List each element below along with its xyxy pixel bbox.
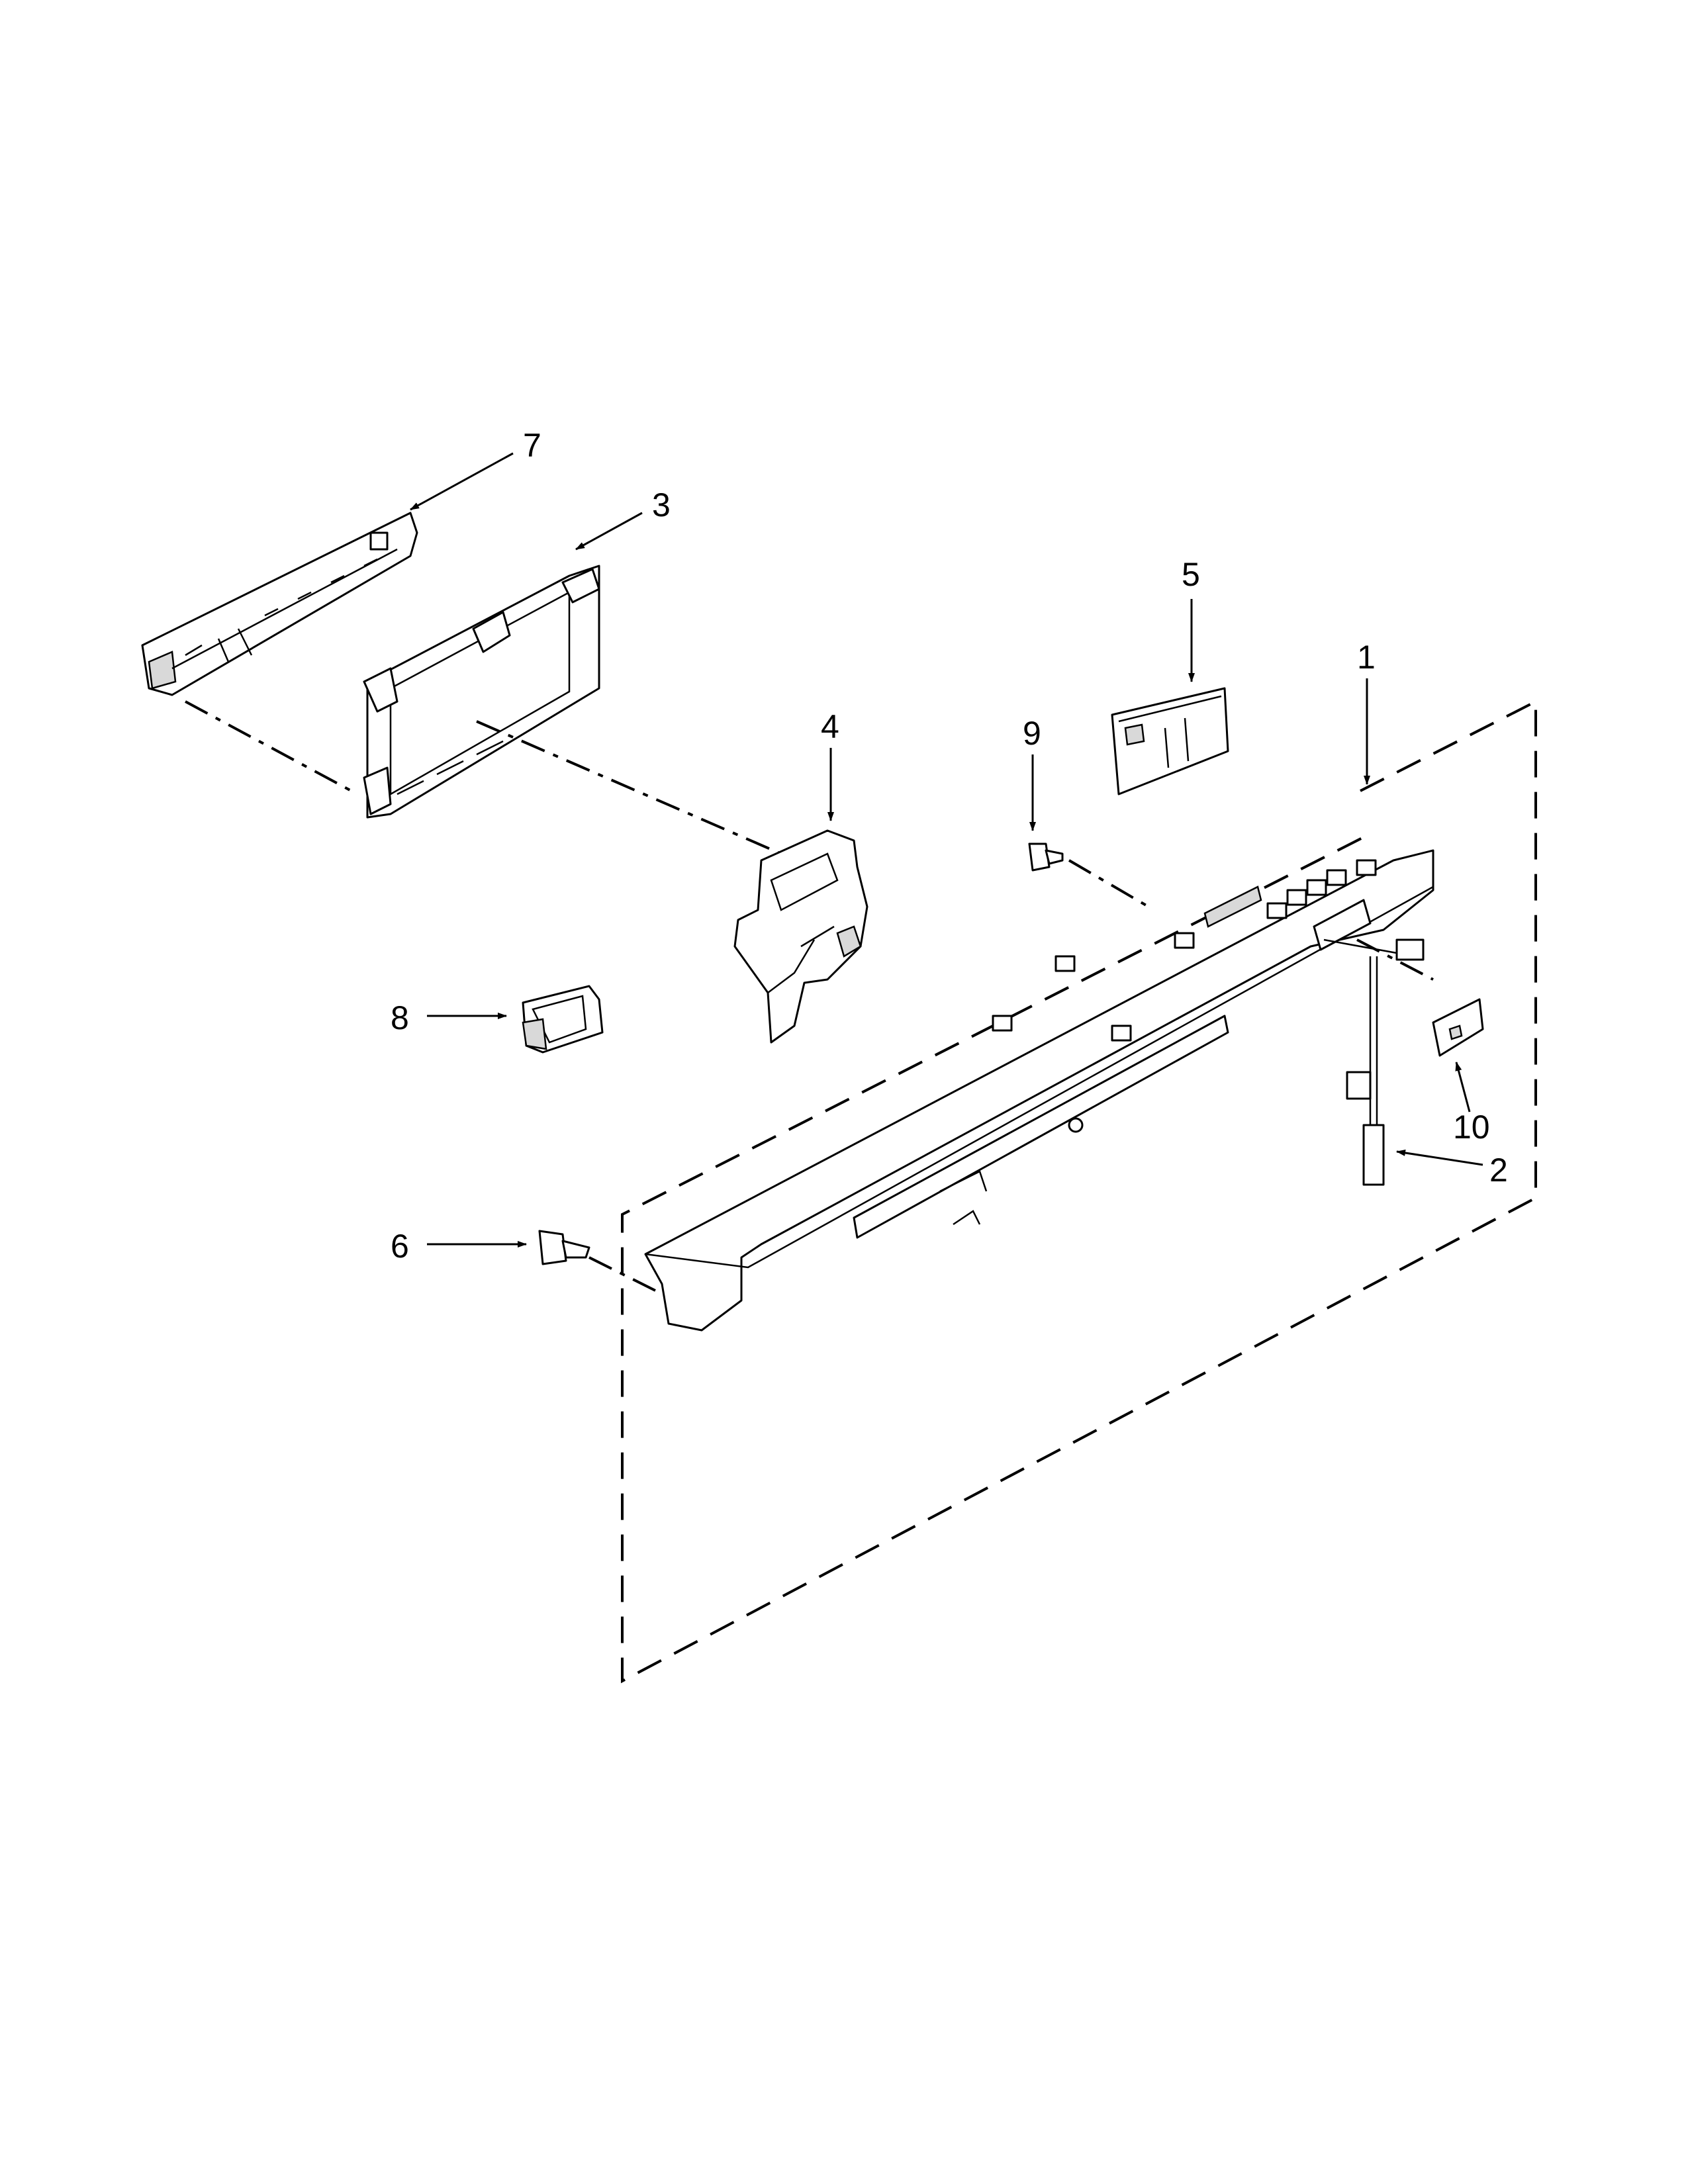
callout-6: 6 bbox=[391, 1228, 409, 1265]
leader-10 bbox=[1455, 1062, 1471, 1113]
part-9-screw[interactable] bbox=[1028, 842, 1064, 872]
leader-2 bbox=[1396, 1150, 1483, 1166]
part-5-cover[interactable] bbox=[1111, 687, 1229, 796]
console-buttons bbox=[992, 859, 1377, 1042]
part-2-wire-harness[interactable] bbox=[1323, 938, 1425, 1186]
callout-5: 5 bbox=[1182, 556, 1200, 593]
callout-9: 9 bbox=[1023, 715, 1041, 752]
callout-2: 2 bbox=[1489, 1152, 1508, 1189]
callout-10: 10 bbox=[1453, 1109, 1490, 1146]
alignment-line-6 bbox=[588, 1256, 656, 1292]
callout-3: 3 bbox=[652, 486, 671, 523]
assembly-boundary bbox=[621, 699, 1537, 1684]
callout-8: 8 bbox=[391, 999, 409, 1036]
part-8-clip[interactable] bbox=[522, 985, 604, 1054]
part-6-screw[interactable] bbox=[538, 1230, 590, 1265]
part-1-console[interactable] bbox=[644, 849, 1434, 1332]
callout-1: 1 bbox=[1357, 639, 1376, 676]
alignment-line-3 bbox=[476, 720, 782, 855]
leader-3 bbox=[575, 512, 643, 551]
alignment-line-7 bbox=[185, 700, 358, 796]
callout-7: 7 bbox=[523, 427, 541, 464]
alignment-line-10 bbox=[1356, 938, 1434, 981]
part-4-door-latch[interactable] bbox=[733, 829, 868, 1044]
leader-7 bbox=[410, 452, 514, 511]
part-10-sensor[interactable] bbox=[1432, 998, 1484, 1057]
part-7-bracket[interactable] bbox=[141, 512, 418, 696]
part-3-control-board[interactable] bbox=[363, 565, 600, 819]
alignment-line-9 bbox=[1068, 859, 1150, 908]
callout-4: 4 bbox=[821, 708, 839, 745]
